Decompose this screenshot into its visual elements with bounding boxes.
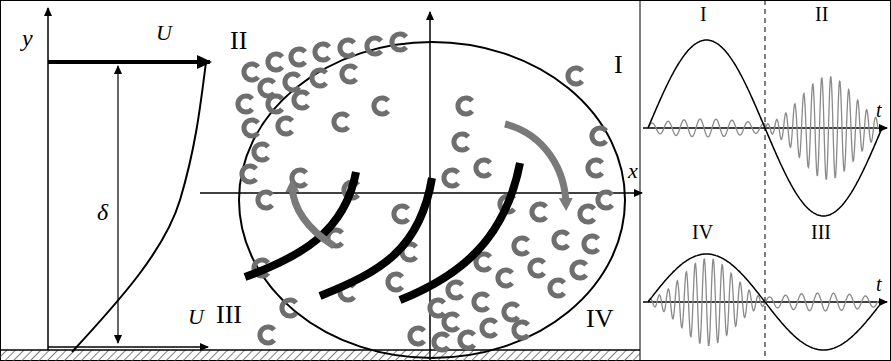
- eddy: [374, 98, 388, 114]
- fluctuation-signal: [648, 259, 878, 345]
- region-number: III: [811, 222, 831, 242]
- velocity-profile: [72, 62, 206, 352]
- eddy: [340, 40, 354, 56]
- eddy: [285, 74, 299, 90]
- eddy: [460, 332, 474, 348]
- region-ellipse: [239, 42, 625, 358]
- eddy: [454, 134, 468, 150]
- eddy: [532, 204, 546, 220]
- eddy: [392, 34, 406, 50]
- eddy: [244, 120, 258, 136]
- vortex-structure: [400, 163, 520, 300]
- eddy: [476, 160, 490, 176]
- large-scale-signal: [648, 254, 882, 350]
- region-number: II: [230, 28, 247, 54]
- fluctuation-signal: [648, 77, 878, 179]
- wall-hatch: [0, 350, 640, 361]
- eddy: [367, 38, 381, 54]
- axis-label: x: [628, 160, 638, 182]
- thickness-label: δ: [97, 200, 108, 224]
- wall-velocity-arrow: [48, 346, 208, 348]
- eddy: [588, 160, 602, 176]
- eddy: [530, 260, 544, 276]
- eddy: [444, 170, 458, 186]
- region-number: II: [815, 4, 828, 24]
- eddy: [258, 192, 272, 208]
- vortex-structure: [320, 178, 432, 296]
- eddy: [312, 70, 326, 86]
- region-number: III: [216, 302, 242, 328]
- region-number: IV: [586, 306, 613, 332]
- axis-label: y: [22, 26, 33, 50]
- eddy: [315, 44, 329, 60]
- eddy: [268, 96, 282, 112]
- eddy: [238, 96, 252, 112]
- eddy: [554, 232, 568, 248]
- eddy: [568, 68, 582, 84]
- velocity-label: U: [188, 306, 204, 328]
- eddy: [514, 238, 528, 254]
- eddy: [504, 304, 518, 320]
- eddy: [254, 144, 268, 160]
- vortex-structure: [245, 172, 356, 277]
- y-axis: [47, 8, 49, 350]
- eddy: [592, 128, 606, 144]
- eddy: [278, 118, 292, 134]
- freestream-arrow: [48, 60, 210, 64]
- velocity-label: U: [156, 22, 172, 44]
- large-scale-signal: [648, 40, 882, 216]
- eddy: [342, 66, 356, 82]
- eddy: [268, 54, 282, 70]
- eddy: [476, 254, 490, 270]
- eddy: [572, 262, 586, 278]
- eddy: [292, 170, 306, 186]
- eddy: [291, 49, 305, 65]
- panel-border: [640, 0, 641, 361]
- axis-label: t: [876, 274, 882, 294]
- wall-line: [0, 349, 640, 351]
- region-number: IV: [692, 222, 713, 242]
- eddy: [448, 282, 462, 298]
- axis-label: t: [876, 100, 882, 120]
- eddy: [498, 270, 512, 286]
- region-number: I: [700, 4, 707, 24]
- eddy: [244, 64, 258, 80]
- eddy: [282, 300, 296, 316]
- eddy: [260, 327, 274, 343]
- eddy: [482, 320, 496, 336]
- divider-dashed: [765, 0, 766, 361]
- eddy: [294, 92, 308, 108]
- eddy: [388, 274, 402, 290]
- eddy: [242, 166, 256, 182]
- eddy: [410, 328, 424, 344]
- eddy: [550, 280, 564, 296]
- eddies: [238, 34, 612, 350]
- eddy: [430, 300, 444, 316]
- region-number: I: [614, 52, 623, 78]
- eddy: [514, 322, 528, 338]
- eddy: [394, 206, 408, 222]
- eddy: [458, 98, 472, 114]
- eddy: [334, 114, 348, 130]
- eddy: [580, 206, 594, 222]
- eddy: [434, 334, 448, 350]
- rotation-arrow: [292, 186, 334, 246]
- eddy: [598, 192, 612, 208]
- eddy: [584, 236, 598, 252]
- eddy: [260, 80, 274, 96]
- eddy: [474, 294, 488, 310]
- eddy: [444, 314, 458, 330]
- rotation-arrow: [505, 124, 566, 204]
